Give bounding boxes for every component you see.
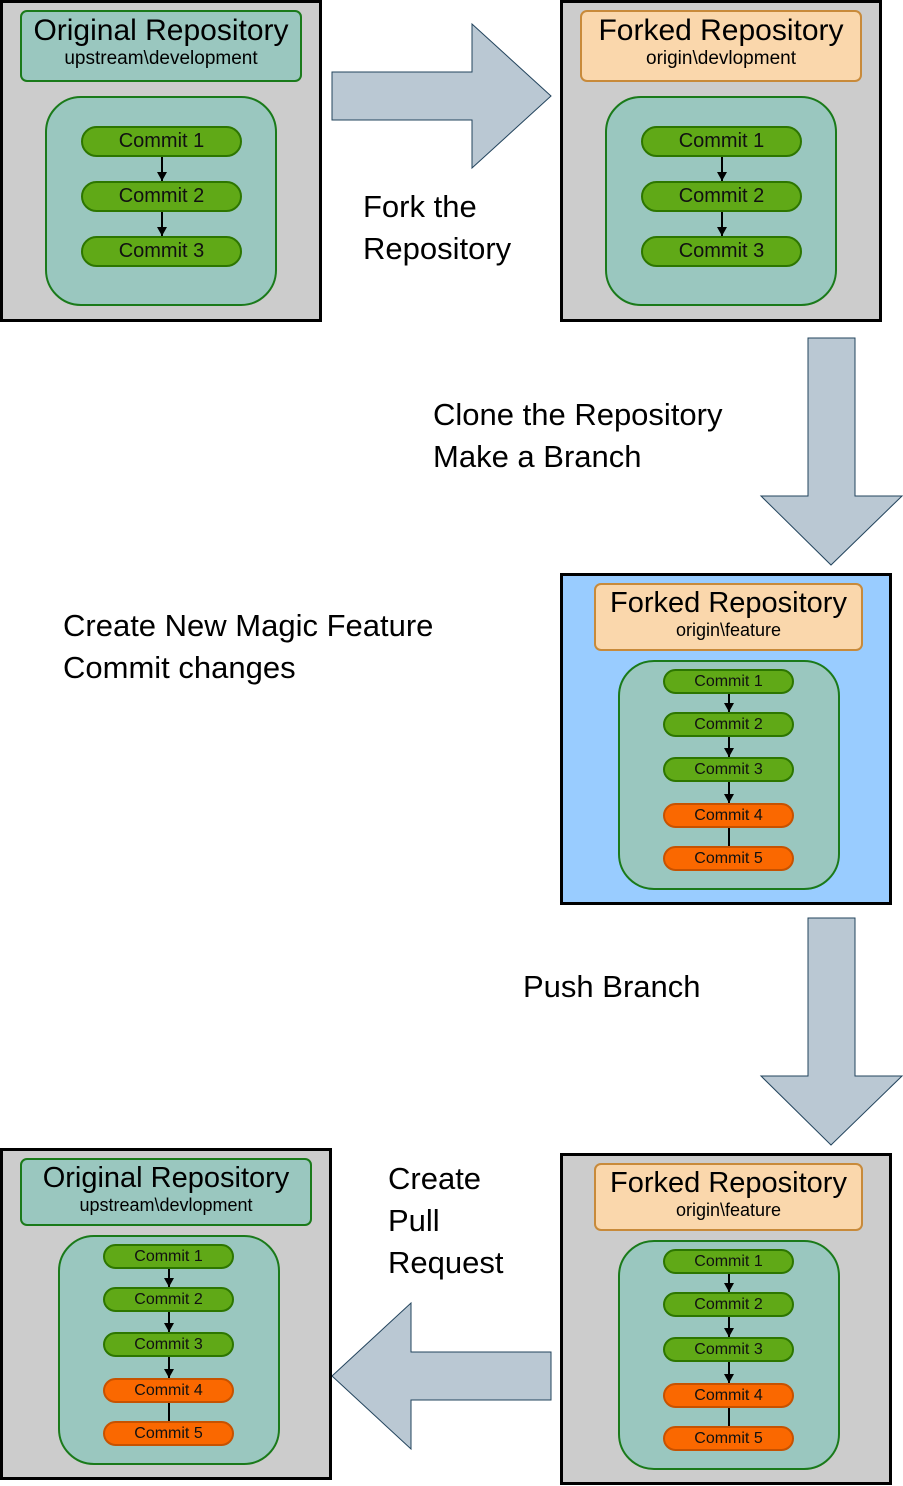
clone-label: Clone the Repository Make a Branch bbox=[433, 394, 723, 478]
branch-name: upstream\devlopment bbox=[79, 1195, 253, 1215]
new-commit: Commit 5 bbox=[663, 846, 794, 871]
feature-label-line: Create New Magic Feature bbox=[63, 608, 434, 643]
commit-link bbox=[727, 1317, 730, 1337]
repository-title: Original Repository bbox=[42, 1162, 290, 1194]
new-commit: Commit 5 bbox=[663, 1426, 794, 1451]
commit-link-arrowhead bbox=[723, 1374, 734, 1383]
commit: Commit 1 bbox=[81, 126, 242, 157]
commit: Commit 2 bbox=[641, 181, 802, 212]
commit: Commit 1 bbox=[641, 126, 802, 157]
commit-link bbox=[727, 737, 730, 757]
new-commit: Commit 4 bbox=[663, 1383, 794, 1408]
feature-label: Create New Magic Feature Commit changes bbox=[63, 605, 433, 689]
commit-link-arrowhead bbox=[156, 227, 167, 236]
commit: Commit 3 bbox=[641, 236, 802, 267]
new-commit: Commit 5 bbox=[103, 1421, 234, 1446]
commit-link-arrowhead bbox=[723, 794, 734, 803]
commit-link bbox=[160, 157, 163, 181]
commit-link-arrowhead bbox=[723, 1283, 734, 1292]
repository-title: Forked Repository bbox=[598, 14, 844, 47]
push-arrow bbox=[759, 917, 903, 1146]
repository-title: Original Repository bbox=[33, 14, 289, 47]
fork-label-line: Fork the bbox=[363, 189, 477, 224]
commit: Commit 3 bbox=[663, 757, 794, 782]
commit: Commit 3 bbox=[663, 1337, 794, 1362]
commit-link-arrowhead bbox=[716, 172, 727, 181]
clone-label-line: Make a Branch bbox=[433, 439, 642, 474]
repository-title: Forked Repository bbox=[610, 587, 847, 619]
commit: Commit 1 bbox=[663, 669, 794, 694]
new-commit: Commit 4 bbox=[663, 803, 794, 828]
commit-link bbox=[727, 828, 730, 846]
commit-link bbox=[727, 1408, 730, 1426]
push-label-line: Push Branch bbox=[523, 969, 701, 1004]
commit: Commit 2 bbox=[663, 712, 794, 737]
clone-arrow bbox=[759, 337, 903, 566]
branch-name: upstream\development bbox=[64, 48, 258, 69]
push-label: Push Branch bbox=[523, 966, 701, 1008]
clone-label-line: Clone the Repository bbox=[433, 397, 723, 432]
pull-request-label-line: Create bbox=[388, 1161, 482, 1196]
pull-request-label-line: Pull bbox=[388, 1203, 440, 1238]
commit: Commit 3 bbox=[81, 236, 242, 267]
pull-request-label-line: Request bbox=[388, 1245, 504, 1280]
commit-link-arrowhead bbox=[723, 748, 734, 757]
fork-arrow bbox=[331, 22, 552, 170]
fork-label: Fork the Repository bbox=[363, 186, 511, 270]
commit-link bbox=[720, 157, 723, 181]
commit-link-arrowhead bbox=[723, 1328, 734, 1337]
commit-link-arrowhead bbox=[156, 172, 167, 181]
commit-link-arrowhead bbox=[163, 1323, 174, 1332]
pull-request-label: Create Pull Request bbox=[388, 1158, 503, 1284]
repository-title: Forked Repository bbox=[610, 1167, 847, 1199]
commit-link-arrowhead bbox=[163, 1278, 174, 1287]
feature-label-line: Commit changes bbox=[63, 650, 296, 685]
commit: Commit 2 bbox=[663, 1292, 794, 1317]
commit-link bbox=[727, 782, 730, 803]
branch-name: origin\feature bbox=[675, 620, 782, 640]
commit-link-arrowhead bbox=[163, 1369, 174, 1378]
commit-link bbox=[720, 212, 723, 236]
commit-link bbox=[727, 1362, 730, 1383]
fork-label-line: Repository bbox=[363, 231, 512, 266]
commit: Commit 2 bbox=[103, 1287, 234, 1312]
pull-request-arrow bbox=[331, 1301, 552, 1451]
commit-link-arrowhead bbox=[716, 227, 727, 236]
commit-link bbox=[167, 1357, 170, 1378]
commit-link bbox=[167, 1403, 170, 1421]
commit-link bbox=[167, 1312, 170, 1332]
branch-name: origin\devlopment bbox=[646, 48, 796, 69]
new-commit: Commit 4 bbox=[103, 1378, 234, 1403]
branch-name: origin\feature bbox=[675, 1200, 782, 1220]
commit: Commit 1 bbox=[103, 1244, 234, 1269]
commit-link-arrowhead bbox=[723, 703, 734, 712]
commit: Commit 1 bbox=[663, 1249, 794, 1274]
commit-link bbox=[160, 212, 163, 236]
commit: Commit 2 bbox=[81, 181, 242, 212]
commit: Commit 3 bbox=[103, 1332, 234, 1357]
